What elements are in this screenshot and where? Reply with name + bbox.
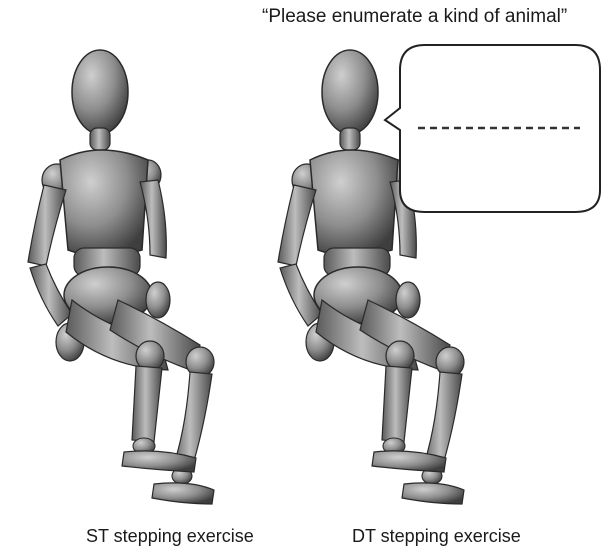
caption-st: ST stepping exercise <box>86 526 254 547</box>
caption-dt: DT stepping exercise <box>352 526 521 547</box>
speech-bubble <box>385 45 600 212</box>
mannequin-st <box>28 50 214 504</box>
speech-prompt-text: “Please enumerate a kind of animal” <box>262 6 602 28</box>
